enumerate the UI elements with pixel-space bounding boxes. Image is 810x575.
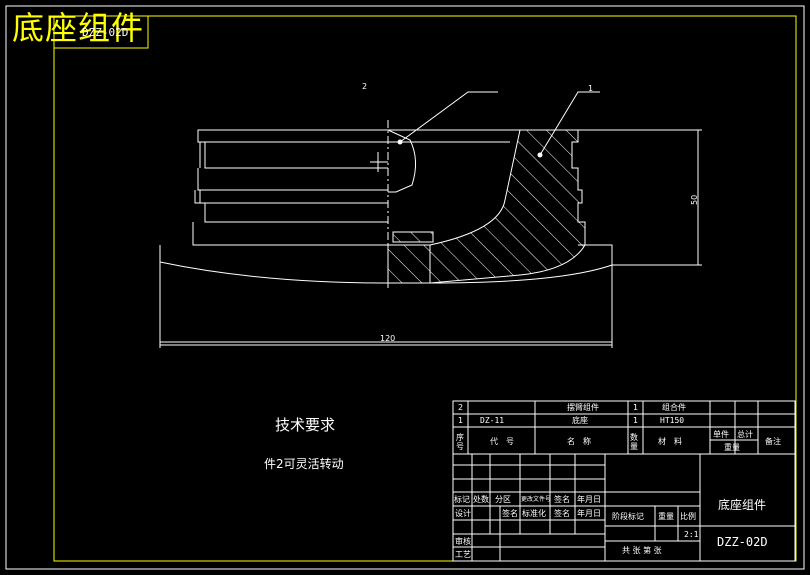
- tech-requirements-title: 技术要求: [275, 416, 336, 434]
- inner-frame: [53, 15, 797, 562]
- tb-change-doc: 更改文件号: [521, 496, 552, 503]
- tb-date: 年月日: [577, 495, 601, 504]
- drawing-code-tag: DZZ-02D: [82, 26, 129, 39]
- tb-std: 标准化: [522, 509, 546, 518]
- bom-header-weight: 重量: [724, 443, 740, 452]
- bom-header-remark: 备注: [765, 437, 781, 446]
- tb-part-code: DZZ-02D: [717, 535, 768, 549]
- left-body: [159, 129, 389, 343]
- bom-header-unit-weight: 单件: [713, 430, 729, 439]
- tb-std-date: 年月日: [577, 509, 601, 518]
- bom-header-total-weight: 总计: [737, 430, 753, 439]
- tb-process: 工艺: [455, 550, 471, 559]
- bom-header-code: 代 号: [490, 437, 514, 446]
- tb-sign: 签名: [554, 495, 570, 504]
- tb-count: 处数: [473, 495, 489, 504]
- tb-design: 设计: [455, 509, 471, 518]
- title-block-grid: [452, 400, 796, 562]
- tb-std-sign: 签名: [554, 509, 570, 518]
- tb-part-name: 底座组件: [718, 498, 767, 512]
- outer-frame: [5, 5, 805, 570]
- tb-stage: 阶段标记: [612, 512, 644, 521]
- bom-row-no: 1: [458, 416, 464, 425]
- leader-lines: [397, 91, 600, 158]
- tb-scale: 比例: [680, 512, 696, 521]
- bom-row-name: 底座: [572, 416, 588, 425]
- bom-header-name: 名 称: [567, 437, 591, 446]
- tb-design-sign: 签名: [502, 509, 518, 518]
- bom-row-code: DZ-11: [480, 416, 505, 425]
- page-title: 底座组件: [12, 9, 145, 47]
- part2-detail: [370, 129, 434, 284]
- bom-row-qty: 1: [633, 403, 639, 412]
- tb-mark: 标记: [454, 495, 470, 504]
- code-box: [53, 15, 149, 49]
- tb-sheets: 共 张 第 张: [622, 546, 662, 555]
- callout-part1: 1: [588, 84, 594, 93]
- tb-zone: 分区: [495, 495, 511, 504]
- bom-header-material: 材 料: [658, 437, 682, 446]
- dim-width: 120: [380, 334, 396, 343]
- bom-row-name: 摆臂组件: [567, 403, 599, 412]
- dimension-lines: [159, 129, 702, 348]
- bom-header-no: 序号: [456, 433, 464, 451]
- tb-weight: 重量: [658, 512, 674, 521]
- tech-requirements-note: 件2可灵活转动: [264, 457, 344, 471]
- right-section: [388, 129, 613, 343]
- bom-row-no: 2: [458, 403, 464, 412]
- bom-header-qty: 数量: [630, 433, 638, 451]
- tb-review: 审核: [455, 537, 471, 546]
- bom-row-material: HT150: [660, 416, 685, 425]
- bom-row-qty: 1: [633, 416, 639, 425]
- tb-scale-value: 2:1: [684, 530, 699, 539]
- dim-height: 50: [690, 194, 699, 205]
- callout-part2: 2: [362, 82, 368, 91]
- bom-row-material: 组合件: [662, 403, 686, 412]
